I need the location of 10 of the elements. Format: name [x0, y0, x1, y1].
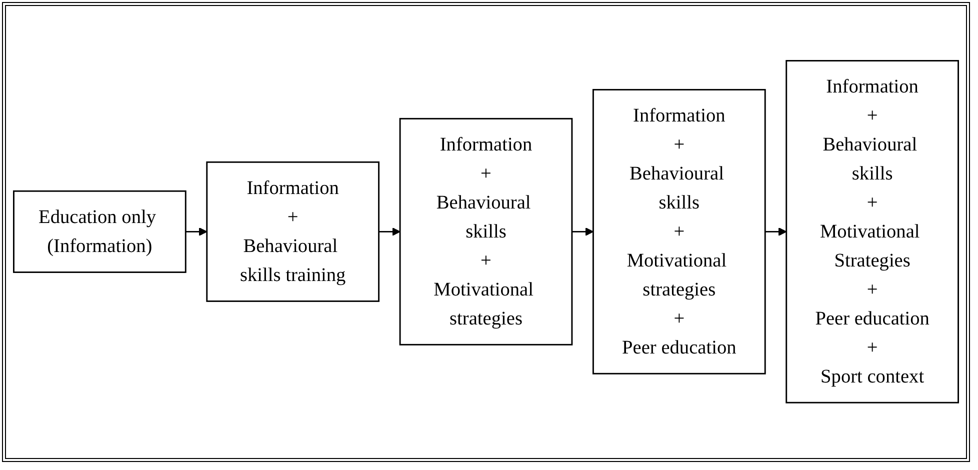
node-box — [13, 190, 186, 274]
arrow — [572, 228, 594, 236]
diagram-frame: Education only (Information) Information + Behavioural skills training Information + Behavioural skills + Motivational strategies Information + Behavioural skills + Motivational strategies + Peer education Information + Behavioural skills + Motivational Strategies + Peer education + Sport context — [2, 2, 970, 462]
node-box — [786, 60, 959, 404]
node-box — [206, 162, 380, 302]
arrow — [186, 228, 208, 236]
node-box — [592, 89, 766, 375]
arrow — [765, 228, 787, 236]
arrow — [378, 228, 400, 236]
node-box — [399, 118, 573, 346]
